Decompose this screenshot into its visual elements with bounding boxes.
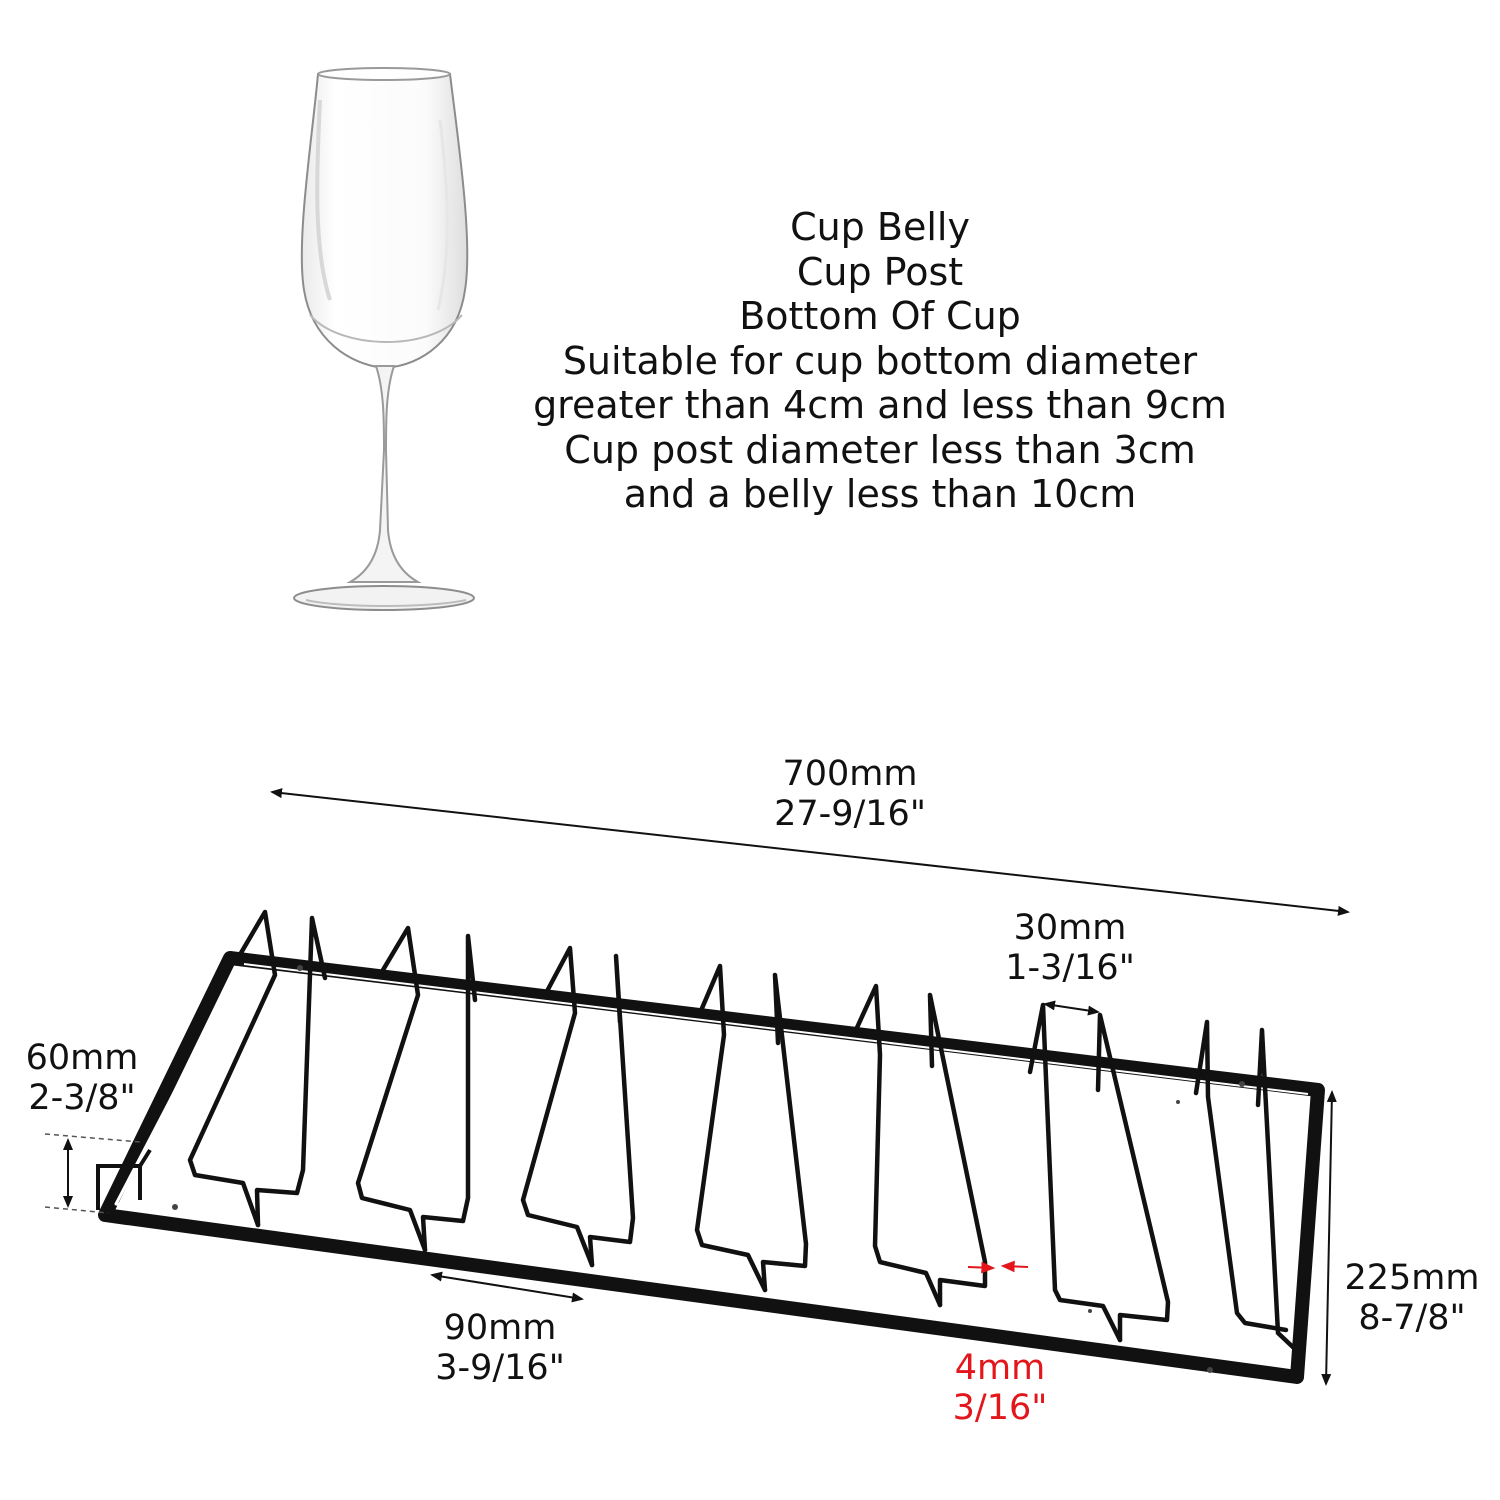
wire-inch: 3/16" <box>952 1388 1048 1428</box>
wine-glass-icon <box>293 67 475 611</box>
pitch-label: 90mm 3-9/16" <box>405 1308 595 1388</box>
requirement-line-2: greater than 4cm and less than 9cm <box>533 383 1227 427</box>
requirement-line-3: Cup post diameter less than 3cm <box>564 427 1196 472</box>
depth-dimension-arrow <box>1321 1090 1337 1386</box>
height-inch: 2-3/8" <box>28 1078 136 1118</box>
label-bottom-of-cup: Bottom Of Cup <box>739 294 1021 338</box>
glass-requirements: Cup Belly Cup Post Bottom Of Cup Suitabl… <box>470 205 1290 517</box>
wire-mm: 4mm <box>954 1348 1046 1388</box>
height-dimension <box>44 1133 141 1214</box>
rack-holes <box>172 965 1245 1373</box>
label-cup-post: Cup Post <box>796 249 964 294</box>
length-dimension-arrow <box>270 788 1350 916</box>
depth-label: 225mm 8-7/8" <box>1326 1258 1498 1338</box>
wire-thickness-arrows <box>967 1260 1029 1274</box>
label-cup-belly: Cup Belly <box>790 205 970 249</box>
length-label: 700mm 27-9/16" <box>730 754 970 834</box>
height-label: 60mm 2-3/8" <box>2 1038 162 1118</box>
slot-gap-inch: 1-3/16" <box>1005 948 1135 988</box>
length-mm: 700mm <box>782 754 918 794</box>
rack-end-step <box>96 1148 152 1210</box>
length-inch: 27-9/16" <box>774 794 926 834</box>
slot-gap-dimension-arrow <box>1043 1000 1100 1016</box>
slot-gap-mm: 30mm <box>1013 908 1127 948</box>
wire-label: 4mm 3/16" <box>920 1348 1080 1428</box>
requirement-line-4: and a belly less than 10cm <box>623 472 1137 516</box>
slot-gap-label: 30mm 1-3/16" <box>980 908 1160 988</box>
rack-slot-wires <box>187 909 1299 1353</box>
pitch-inch: 3-9/16" <box>435 1348 565 1388</box>
pitch-mm: 90mm <box>443 1308 557 1348</box>
pitch-dimension-arrow <box>430 1271 584 1303</box>
depth-mm: 225mm <box>1344 1258 1480 1298</box>
depth-inch: 8-7/8" <box>1358 1298 1466 1338</box>
requirement-line-1: Suitable for cup bottom diameter <box>562 338 1198 383</box>
height-mm: 60mm <box>25 1038 139 1078</box>
